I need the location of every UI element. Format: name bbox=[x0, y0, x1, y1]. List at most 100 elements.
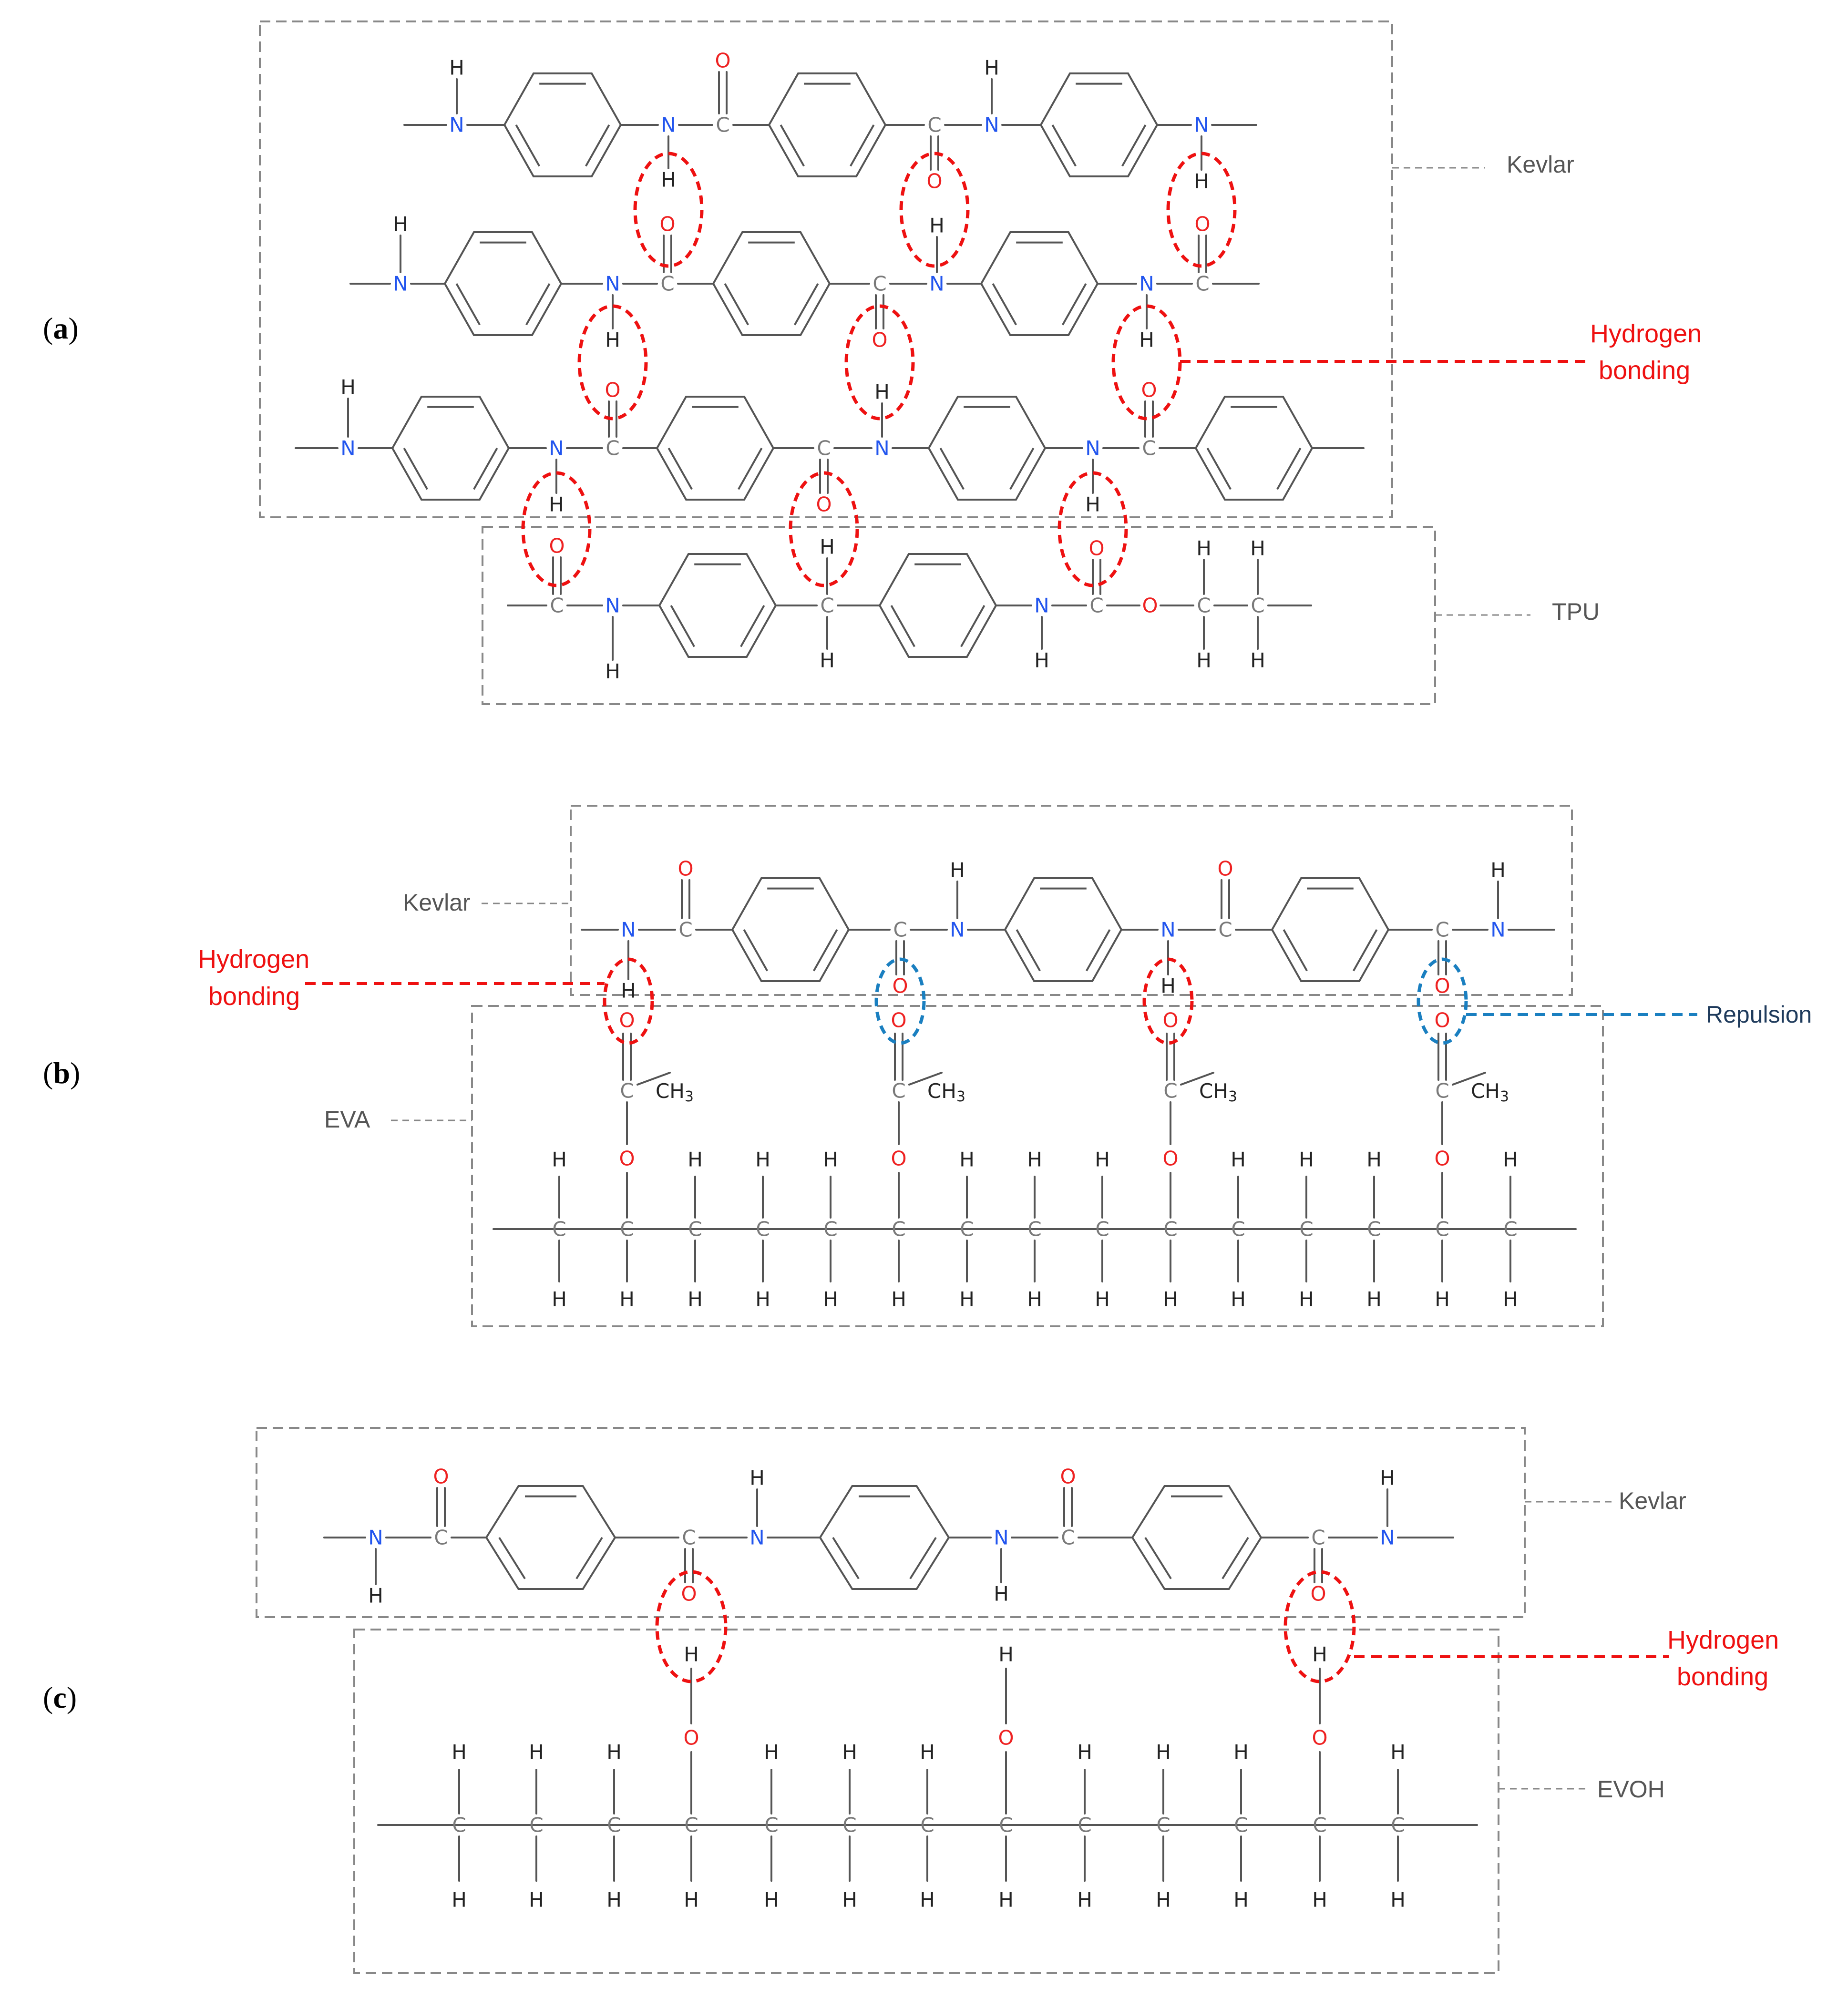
hydrogen-bond-ellipse bbox=[603, 957, 654, 1045]
benzene-ring bbox=[503, 72, 622, 177]
hydrogen-atom: H bbox=[1380, 1466, 1395, 1490]
hydrogen-atom: H bbox=[449, 56, 464, 80]
carbon-atom: C bbox=[1078, 1814, 1091, 1837]
ring-double-bond bbox=[1276, 448, 1302, 490]
hydrogen-bonding-label-b-line1: Hydrogen bbox=[198, 945, 309, 974]
benzene-ring bbox=[1131, 1485, 1263, 1590]
hydrogen-atom: H bbox=[368, 1584, 383, 1608]
carbon-atom: C bbox=[823, 1218, 837, 1241]
hydrogen-atom: H bbox=[994, 1582, 1009, 1606]
hydrogen-atom: H bbox=[1077, 1888, 1092, 1912]
hydrogen-atom: H bbox=[998, 1643, 1014, 1666]
carbon-atom: C bbox=[1311, 1526, 1325, 1549]
benzene-ring bbox=[658, 553, 777, 658]
tpu-label: TPU bbox=[1552, 598, 1600, 625]
carbon-atom: C bbox=[1163, 1079, 1177, 1103]
carbon-atom: C bbox=[1503, 1218, 1517, 1241]
ring-double-bond bbox=[515, 124, 540, 167]
methyl-group: CH3 bbox=[927, 1079, 965, 1105]
ring-double-bond bbox=[473, 448, 498, 490]
hydrogen-atom: H bbox=[549, 493, 564, 516]
carbon-atom: C bbox=[873, 272, 886, 296]
ring-double-bond bbox=[724, 283, 749, 326]
evoh-box bbox=[353, 1629, 1499, 1974]
carbon-atom: C bbox=[682, 1526, 696, 1549]
group-bonds bbox=[295, 71, 1577, 1882]
oxygen-atom: O bbox=[891, 1009, 906, 1032]
hydrogen-atom: H bbox=[1095, 1288, 1110, 1311]
oxygen-atom: O bbox=[892, 974, 908, 998]
benzene-ring bbox=[768, 72, 887, 177]
carbon-atom: C bbox=[1218, 918, 1232, 942]
carbon-atom: C bbox=[716, 113, 729, 137]
oxygen-atom: O bbox=[619, 1009, 635, 1032]
hydrogen-atom: H bbox=[959, 1288, 975, 1311]
benzene-ring bbox=[1039, 72, 1159, 177]
oxygen-atom: O bbox=[683, 1726, 699, 1750]
methyl-group: CH3 bbox=[1471, 1079, 1509, 1105]
carbon-atom: C bbox=[688, 1218, 702, 1241]
hydrogen-bond-ellipse bbox=[1142, 957, 1194, 1045]
hydrogen-atom: H bbox=[1312, 1643, 1327, 1666]
hydrogen-bond-ellipse bbox=[1057, 471, 1128, 587]
nitrogen-atom: N bbox=[605, 594, 620, 617]
hydrogen-atom: H bbox=[984, 56, 999, 80]
carbon-atom: C bbox=[892, 1079, 905, 1103]
hydrogen-atom: H bbox=[1250, 649, 1265, 672]
group-rings bbox=[391, 72, 1390, 1590]
ring-double-bond bbox=[960, 605, 986, 647]
oxygen-atom: O bbox=[1310, 1582, 1326, 1606]
ring-double-bond bbox=[585, 124, 610, 167]
nitrogen-atom: N bbox=[1139, 272, 1154, 296]
oxygen-atom: O bbox=[872, 328, 887, 352]
benzene-ring bbox=[731, 877, 850, 982]
group-atoms: NHNHCOCONHNHNHNHCOCONHNHCONHNHCOCONHNHCO… bbox=[340, 49, 1518, 1912]
hydrogen-bond-ellipse bbox=[1283, 1570, 1356, 1683]
ring-double-bond bbox=[455, 283, 481, 326]
oxygen-atom: O bbox=[1142, 594, 1158, 617]
carbon-atom: C bbox=[756, 1218, 770, 1241]
oxygen-atom: O bbox=[659, 213, 675, 236]
hydrogen-atom: H bbox=[823, 1148, 838, 1171]
hydrogen-atom: H bbox=[1077, 1741, 1092, 1764]
hydrogen-atom: H bbox=[606, 1741, 622, 1764]
oxygen-atom: O bbox=[549, 534, 565, 558]
nitrogen-atom: N bbox=[1490, 918, 1505, 942]
hydrogen-bonding-label-b-line2: bonding bbox=[208, 982, 300, 1011]
carbon-atom: C bbox=[842, 1814, 856, 1837]
hydrogen-atom: H bbox=[1435, 1288, 1450, 1311]
oxygen-atom: O bbox=[1434, 974, 1450, 998]
nitrogen-atom: N bbox=[605, 272, 620, 296]
hydrogen-atom: H bbox=[1196, 537, 1211, 560]
ring-double-bond bbox=[667, 448, 693, 490]
ring-double-bond bbox=[1144, 1537, 1172, 1579]
hydrogen-atom: H bbox=[1163, 1288, 1178, 1311]
ring-double-bond bbox=[832, 1537, 860, 1579]
repulsion-ellipse bbox=[1417, 957, 1468, 1045]
eva-box bbox=[471, 1005, 1604, 1327]
carbon-atom: C bbox=[1089, 594, 1103, 617]
hydrogen-bonding-label-c-line1: Hydrogen bbox=[1667, 1626, 1779, 1654]
hydrogen-atom: H bbox=[1194, 170, 1209, 193]
carbon-atom: C bbox=[606, 437, 619, 460]
carbon-atom: C bbox=[1313, 1814, 1326, 1837]
hydrogen-atom: H bbox=[393, 213, 408, 236]
oxygen-atom: O bbox=[926, 170, 942, 193]
ring-double-bond bbox=[813, 929, 838, 972]
nitrogen-atom: N bbox=[1160, 918, 1175, 942]
benzene-ring bbox=[443, 231, 563, 336]
hydrogen-atom: H bbox=[920, 1741, 935, 1764]
hydrogen-atom: H bbox=[820, 535, 835, 559]
hydrogen-atom: H bbox=[1196, 649, 1211, 672]
benzene-ring bbox=[656, 396, 775, 501]
hydrogen-atom: H bbox=[452, 1888, 467, 1912]
hydrogen-atom: H bbox=[1139, 328, 1154, 352]
hydrogen-atom: H bbox=[1490, 859, 1506, 882]
oxygen-atom: O bbox=[619, 1147, 635, 1170]
hydrogen-atom: H bbox=[552, 1288, 567, 1311]
carbon-atom: C bbox=[960, 1218, 974, 1241]
hydrogen-atom: H bbox=[606, 1888, 622, 1912]
nitrogen-atom: N bbox=[340, 437, 355, 460]
carbon-atom: C bbox=[620, 1079, 634, 1103]
carbon-atom: C bbox=[660, 272, 674, 296]
